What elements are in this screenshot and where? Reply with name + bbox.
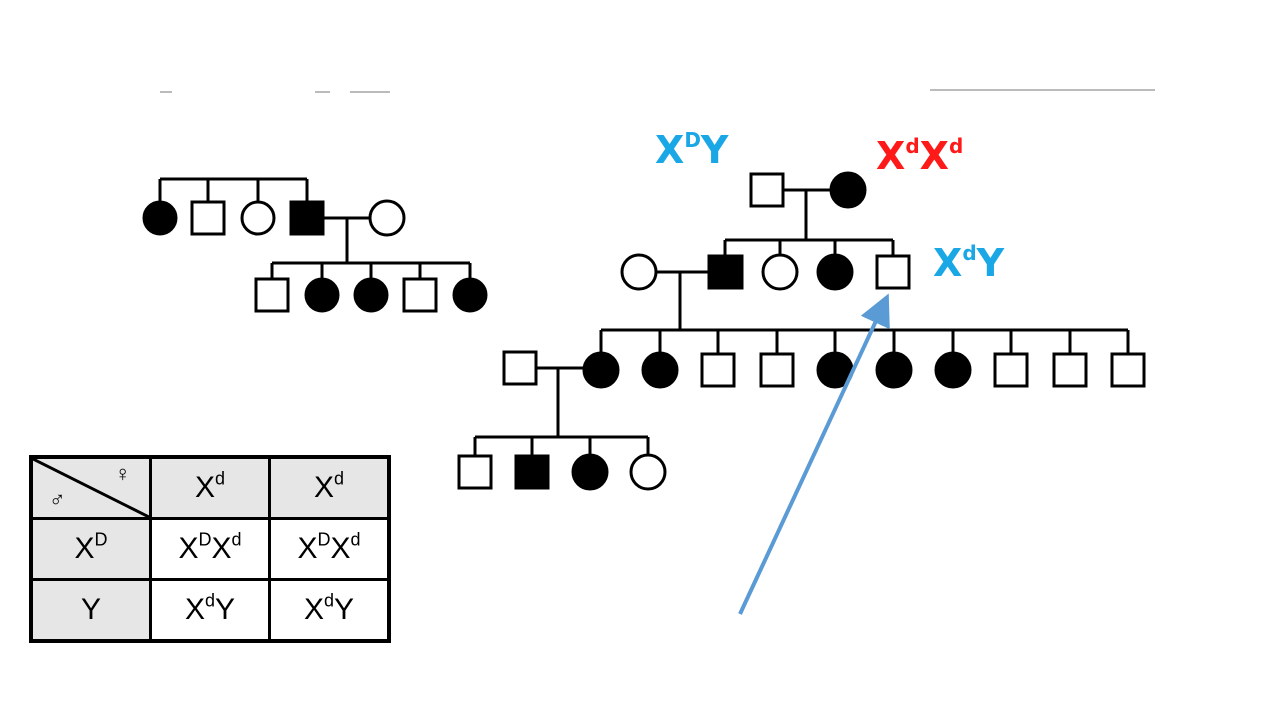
grandfather-genotype-label: XDY bbox=[655, 128, 729, 172]
punnett-row-header: Y bbox=[29, 578, 152, 643]
left-pedigree-individuals bbox=[142, 199, 488, 313]
unaffected-male bbox=[190, 200, 226, 236]
punnett-col-header: Xd bbox=[149, 455, 271, 520]
affected-female bbox=[816, 253, 854, 291]
unaffected-female bbox=[629, 453, 667, 491]
affected-female bbox=[452, 277, 488, 313]
unaffected-male bbox=[1052, 352, 1088, 388]
affected-male bbox=[707, 254, 744, 290]
grandmother-affected-female bbox=[829, 171, 867, 209]
affected-female bbox=[142, 200, 178, 236]
affected-female bbox=[582, 351, 620, 389]
right-pedigree-individuals bbox=[457, 171, 1146, 491]
punnett-row: Y XdY XdY bbox=[29, 578, 391, 643]
female-symbol: ♀ bbox=[114, 461, 132, 486]
affected-male bbox=[514, 454, 550, 490]
punnett-cell: XDXd bbox=[149, 517, 271, 581]
unaffected-female bbox=[368, 199, 406, 237]
unaffected-female bbox=[620, 253, 658, 291]
male-symbol: ♂ bbox=[49, 487, 66, 512]
pointer-arrow bbox=[738, 293, 890, 615]
unaffected-male bbox=[254, 277, 290, 313]
affected-female bbox=[641, 351, 679, 389]
grandfather-unaffected-male bbox=[749, 172, 785, 208]
unaffected-female bbox=[761, 253, 799, 291]
affected-female bbox=[353, 277, 389, 313]
affected-female bbox=[934, 351, 972, 389]
unaffected-male bbox=[759, 352, 795, 388]
affected-female bbox=[875, 351, 913, 389]
unaffected-male bbox=[502, 350, 538, 386]
punnett-square: ♀ ♂ Xd Xd XD XDXd XDXd Y XdY XdY bbox=[29, 455, 391, 643]
punnett-cell: XdY bbox=[268, 578, 391, 643]
corner-diagonal bbox=[33, 459, 149, 517]
unaffected-female bbox=[240, 200, 276, 236]
son-genotype-label: XdY bbox=[933, 241, 1005, 285]
scan-artifacts bbox=[160, 89, 1155, 93]
affected-female bbox=[571, 453, 609, 491]
unaffected-male bbox=[402, 277, 438, 313]
son-unaffected-male bbox=[875, 254, 911, 290]
punnett-row: XD XDXd XDXd bbox=[29, 517, 391, 581]
unaffected-male bbox=[457, 454, 493, 490]
affected-male bbox=[289, 200, 325, 236]
punnett-header-row: ♀ ♂ Xd Xd bbox=[29, 455, 391, 520]
unaffected-male bbox=[1110, 352, 1146, 388]
unaffected-male bbox=[700, 352, 736, 388]
grandmother-genotype-label: XdXd bbox=[876, 134, 963, 178]
unaffected-male bbox=[993, 352, 1029, 388]
punnett-col-header: Xd bbox=[268, 455, 391, 520]
affected-female bbox=[304, 277, 340, 313]
left-pedigree bbox=[158, 177, 472, 279]
punnett-cell: XdY bbox=[149, 578, 271, 643]
punnett-corner-cell: ♀ ♂ bbox=[29, 455, 152, 520]
punnett-row-header: XD bbox=[29, 517, 152, 581]
right-pedigree bbox=[473, 188, 1130, 456]
punnett-cell: XDXd bbox=[268, 517, 391, 581]
